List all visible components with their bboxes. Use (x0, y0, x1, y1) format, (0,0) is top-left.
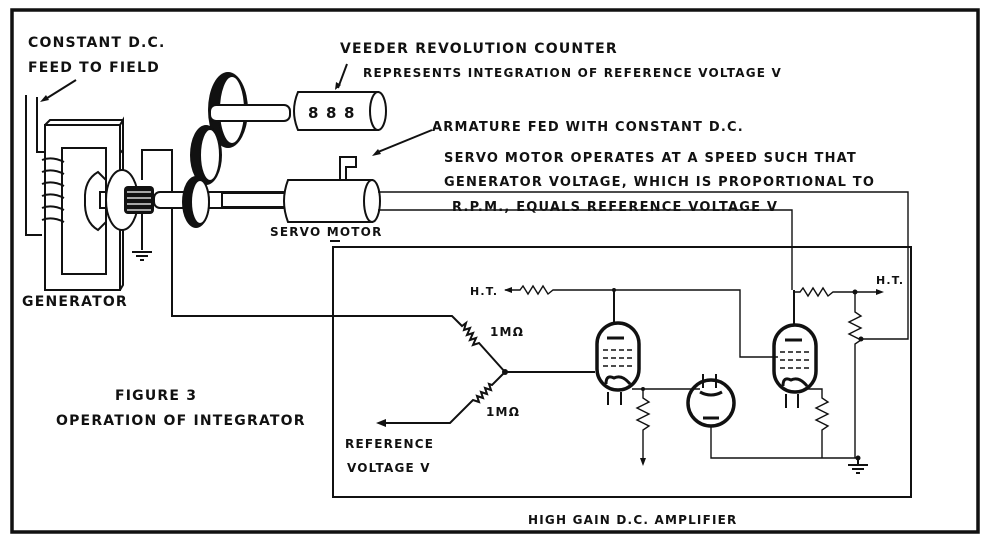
veeder-counter: 8 8 8 (293, 63, 387, 131)
reference-tube (686, 374, 858, 459)
armature-pointer (377, 129, 433, 153)
input-network (335, 315, 595, 427)
ht-right-supply (794, 245, 909, 474)
figure-caption: OPERATION OF INTEGRATOR (56, 413, 306, 429)
servo-note-3: R.P.M., EQUALS REFERENCE VOLTAGE V (452, 200, 778, 215)
counter-digit: 8 (344, 104, 356, 122)
counter-shaft (209, 104, 291, 122)
servo-motor-label: SERVO MOTOR (270, 225, 383, 239)
generator-label: GENERATOR (22, 294, 128, 310)
vacuum-tube-1 (595, 321, 700, 466)
reference-label-1: REFERENCE (345, 437, 434, 451)
resistor-bottom-label: 1MΩ (486, 405, 520, 419)
counter-pointer (337, 63, 348, 89)
servo-note-2: GENERATOR VOLTAGE, WHICH IS PROPORTIONAL… (444, 175, 875, 190)
reference-label-2: VOLTAGE V (347, 461, 431, 475)
field-feed-label-1: CONSTANT D.C. (28, 35, 166, 51)
ht-left-supply (504, 284, 778, 358)
ht-right-label: H.T. (876, 274, 904, 287)
servo-motor (221, 129, 909, 290)
counter-note: REPRESENTS INTEGRATION OF REFERENCE VOLT… (363, 66, 782, 80)
counter-digit: 8 (326, 104, 338, 122)
outer-frame (10, 8, 980, 534)
servo-note-1: SERVO MOTOR OPERATES AT A SPEED SUCH THA… (444, 151, 857, 166)
field-feed-label-2: FEED TO FIELD (28, 60, 160, 76)
ht-left-label: H.T. (470, 285, 498, 298)
amplifier-label: HIGH GAIN D.C. AMPLIFIER (528, 513, 738, 527)
resistor-top (335, 315, 506, 373)
resistor-bottom (380, 371, 506, 424)
counter-title: VEEDER REVOLUTION COUNTER (340, 41, 618, 57)
figure-number: FIGURE 3 (115, 388, 197, 404)
amplifier-box (332, 246, 912, 498)
resistor-top-label: 1MΩ (490, 325, 524, 339)
counter-digit: 8 (308, 104, 320, 122)
generator (25, 95, 335, 317)
vacuum-tube-2 (772, 290, 830, 458)
armature-note: ARMATURE FED WITH CONSTANT D.C. (432, 120, 744, 135)
